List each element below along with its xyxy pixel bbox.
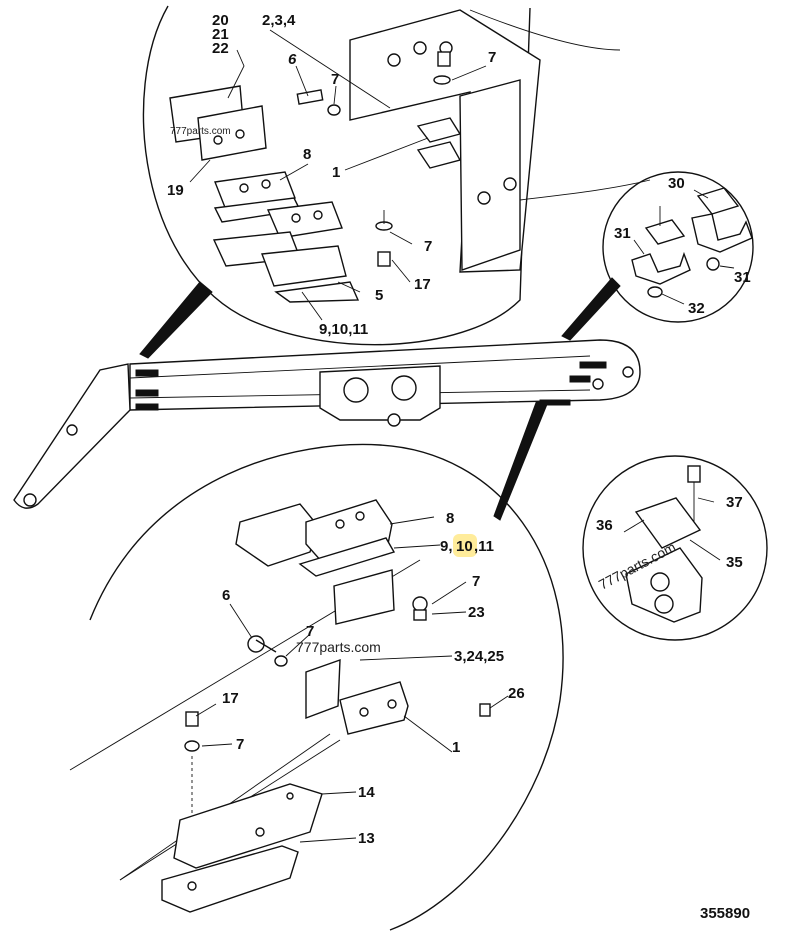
callout-6: 6 (288, 51, 297, 68)
bottom-detail-parts (69, 499, 491, 913)
callout-9-bottom: 9, (440, 538, 453, 555)
callout-highlight (453, 534, 477, 557)
watermark-bottom: 777parts.com (296, 639, 381, 655)
callout-17-bottom: 17 (222, 690, 239, 707)
callout-30: 30 (668, 175, 685, 192)
bottom-callouts: 8 9, 10 ,11 6 7 23 7 3,24,25 26 17 1 7 1… (222, 510, 525, 847)
callout-7-bottom-c: 7 (236, 736, 244, 753)
boom-assembly (13, 339, 641, 509)
callout-36: 36 (596, 517, 613, 534)
side-detail-circle (582, 455, 768, 641)
callout-13-bottom: 13 (358, 830, 375, 847)
pointer-right (561, 277, 621, 341)
callout-19: 19 (167, 182, 184, 199)
callout-11-bottom: ,11 (474, 538, 494, 555)
callout-22: 22 (212, 40, 229, 57)
watermark-top: 777parts.com (170, 126, 231, 137)
bottom-leader-lines (195, 516, 509, 843)
callout-3-24-25-bottom: 3,24,25 (454, 648, 504, 665)
callout-1: 1 (332, 164, 340, 181)
callout-6-bottom: 6 (222, 587, 230, 604)
callout-8-bottom: 8 (446, 510, 454, 527)
callout-31-b: 31 (734, 269, 751, 286)
callout-21: 21 (212, 26, 229, 43)
right-detail-parts (631, 187, 753, 305)
callout-7-b: 7 (488, 49, 496, 66)
callout-23-bottom: 23 (468, 604, 485, 621)
right-callouts: 30 31 31 32 (614, 175, 751, 317)
callout-10-bottom: 10 (456, 538, 473, 555)
callout-35: 35 (726, 554, 743, 571)
callout-26-bottom: 26 (508, 685, 525, 702)
top-leader-lines (189, 29, 487, 321)
top-callouts: 20 21 22 2,3,4 6 7 7 8 1 19 7 17 5 9,10,… (167, 12, 496, 338)
callout-8: 8 (303, 146, 311, 163)
callout-20: 20 (212, 12, 229, 29)
drawing-number: 355890 (700, 905, 750, 922)
pointer-bottom (493, 391, 553, 521)
top-detail-circle (142, 5, 531, 346)
callout-1-bottom: 1 (452, 739, 460, 756)
callout-9-10-11: 9,10,11 (319, 321, 368, 338)
callout-17: 17 (414, 276, 431, 293)
callout-7-a: 7 (331, 71, 339, 88)
callout-14-bottom: 14 (358, 784, 375, 801)
right-detail-circle (602, 171, 754, 323)
top-detail-parts (169, 9, 651, 303)
callout-37: 37 (726, 494, 743, 511)
side-detail-parts (623, 465, 721, 623)
bottom-detail-circle (89, 443, 564, 931)
callout-7-c: 7 (424, 238, 432, 255)
callout-7-bottom-a: 7 (472, 573, 480, 590)
callout-5: 5 (375, 287, 383, 304)
callout-2-3-4: 2,3,4 (262, 12, 296, 29)
callout-31-a: 31 (614, 225, 631, 242)
pointer-top (139, 281, 213, 359)
callout-7-bottom-b: 7 (306, 623, 314, 640)
callout-32: 32 (688, 300, 705, 317)
